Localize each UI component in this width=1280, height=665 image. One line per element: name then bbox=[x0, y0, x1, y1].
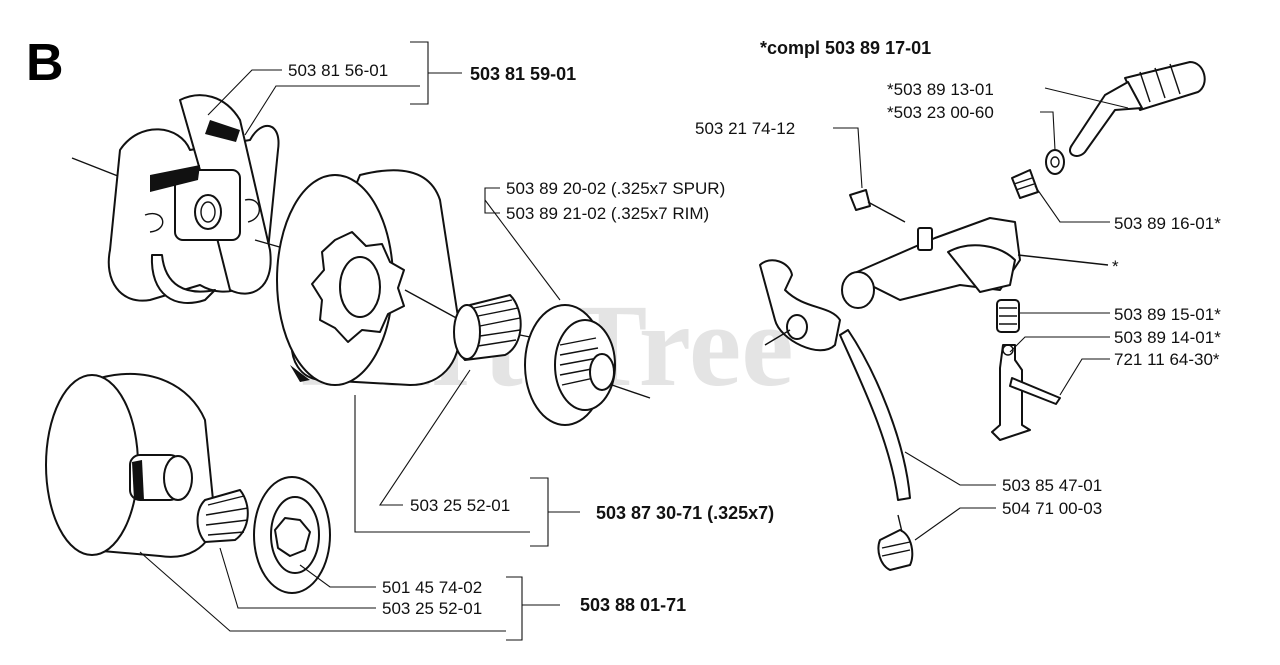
label-721-11-64-30: 721 11 64-30* bbox=[1114, 350, 1220, 369]
label-503-85-47-01: 503 85 47-01 bbox=[1002, 476, 1102, 495]
clutch-drum-drawing bbox=[276, 169, 461, 386]
rim-sprocket-drawing bbox=[524, 304, 651, 426]
label-503-89-14-01: 503 89 14-01* bbox=[1114, 328, 1221, 347]
label-503-87-30-71: 503 87 30-71 (.325x7) bbox=[596, 503, 774, 523]
label-503-89-16-01: 503 89 16-01* bbox=[1114, 214, 1221, 233]
label-503-81-59-01: 503 81 59-01 bbox=[470, 64, 576, 84]
leader-lines bbox=[139, 41, 1129, 641]
label-501-45-74-02: 501 45 74-02 bbox=[382, 578, 482, 597]
kit-label: *compl 503 89 17-01 bbox=[760, 38, 931, 58]
label-503-21-74-12: 503 21 74-12 bbox=[695, 119, 795, 138]
needle-bearing-drawing bbox=[453, 294, 546, 361]
small-drum-drawing bbox=[45, 373, 331, 594]
label-503-81-56-01: 503 81 56-01 bbox=[288, 61, 388, 80]
section-letter: B bbox=[26, 34, 64, 92]
label-503-89-20-02: 503 89 20-02 (.325x7 SPUR) bbox=[506, 179, 725, 198]
part-labels: 503 81 56-01 503 81 59-01 503 89 20-02 (… bbox=[288, 38, 1221, 618]
clutch-assembly-drawing bbox=[71, 94, 291, 304]
label-503-88-01-71: 503 88 01-71 bbox=[580, 595, 686, 615]
label-503-89-13-01: *503 89 13-01 bbox=[887, 80, 994, 99]
label-503-89-21-02: 503 89 21-02 (.325x7 RIM) bbox=[506, 204, 709, 223]
label-503-23-00-60: *503 23 00-60 bbox=[887, 103, 994, 122]
label-504-71-00-03: 504 71 00-03 bbox=[1002, 499, 1102, 518]
oil-pump-drawing bbox=[759, 61, 1206, 571]
label-503-89-15-01: 503 89 15-01* bbox=[1114, 305, 1221, 324]
label-503-25-52-01-upper: 503 25 52-01 bbox=[410, 496, 510, 515]
label-asterisk: * bbox=[1112, 257, 1119, 276]
label-503-25-52-01-lower: 503 25 52-01 bbox=[382, 599, 482, 618]
